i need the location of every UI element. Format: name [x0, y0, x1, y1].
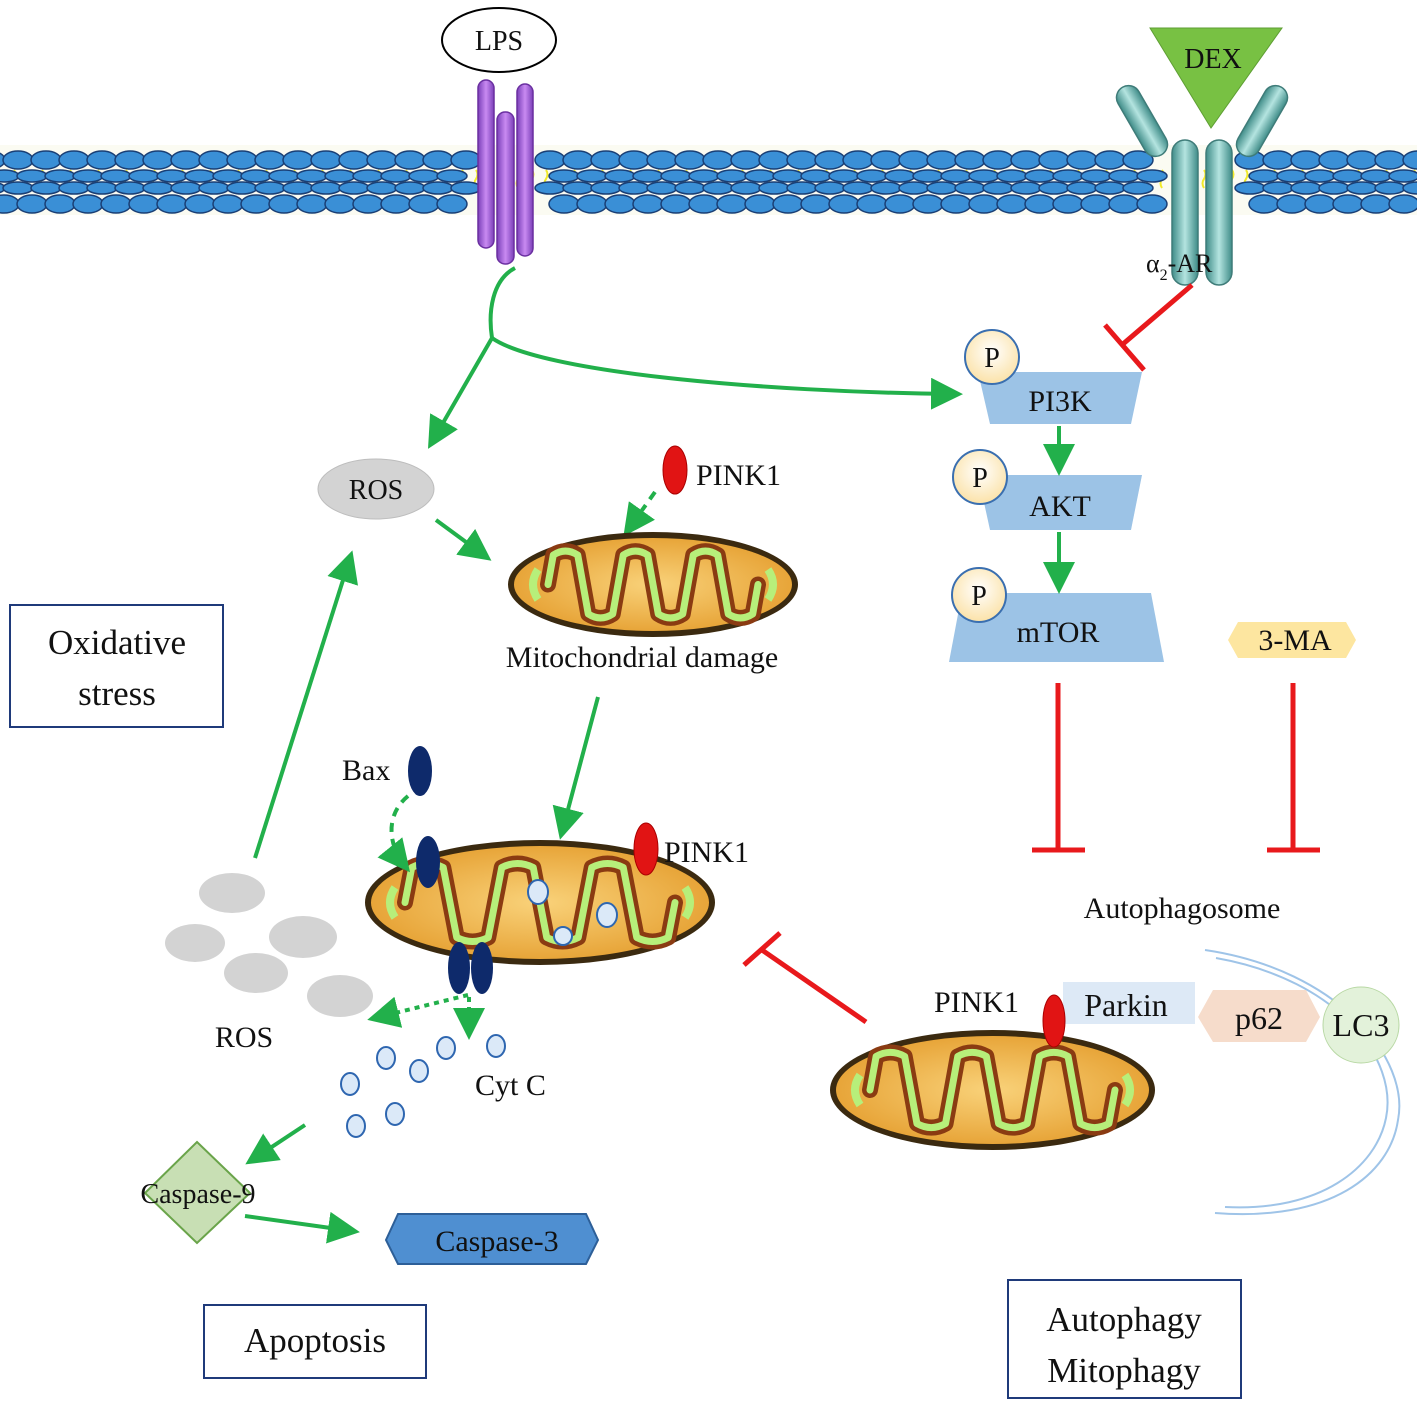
phospho-pi3k: P: [964, 329, 1020, 385]
svg-text:AKT: AKT: [1029, 490, 1091, 523]
svg-text:Mitophagy: Mitophagy: [1047, 1351, 1201, 1390]
svg-text:P: P: [984, 343, 1000, 374]
phospho-akt: P: [952, 449, 1008, 505]
mitochondrion-icon: [830, 1030, 1155, 1150]
pink1-bottom-label: PINK1: [934, 986, 1019, 1019]
mitochondrion-icon: [508, 532, 798, 637]
lps-signal-arrows: [428, 266, 963, 449]
parkin-label: Parkin: [1084, 987, 1168, 1023]
lipid-heads: [0, 150, 1417, 214]
bax-icon: [408, 746, 432, 796]
svg-text:stress: stress: [78, 674, 156, 713]
caspase-arrows: [244, 1123, 360, 1244]
pink1-mid-label: PINK1: [664, 836, 749, 869]
pink1-icon: [1042, 994, 1066, 1048]
autophagosome-label: Autophagosome: [1084, 892, 1281, 925]
alpha2-receptor-icon: [1115, 84, 1289, 286]
phospho-mtor: P: [951, 567, 1007, 623]
lc3-circle: [1322, 986, 1400, 1064]
bax-icon: [471, 942, 493, 994]
svg-text:mTOR: mTOR: [1017, 616, 1100, 649]
autophagosome-membrane-icon: [1204, 949, 1401, 1216]
svg-text:Oxidative: Oxidative: [48, 623, 186, 662]
ros-bottom-label: ROS: [215, 1021, 273, 1054]
lps-receptor-icon: [477, 79, 534, 265]
inhibit-autophagosome: [1032, 683, 1320, 853]
dex-label: DEX: [1184, 44, 1242, 75]
dex-triangle-icon: [1149, 27, 1283, 129]
svg-text:Apoptosis: Apoptosis: [244, 1321, 386, 1360]
bax-arrow: [377, 794, 411, 873]
lc3-label: LC3: [1333, 1007, 1390, 1043]
caspase9-label: Caspase-9: [140, 1179, 255, 1210]
mtor-box: mTOR: [949, 593, 1164, 662]
mito-damage-label: Mitochondrial damage: [506, 641, 778, 674]
damage-arrows: [253, 490, 657, 859]
svg-text:Caspase-3: Caspase-3: [435, 1225, 558, 1258]
cytochrome-c-icon: [340, 1034, 506, 1138]
three-ma-badge: 3-MA: [1228, 622, 1356, 658]
apoptosis-box: Apoptosis: [203, 1304, 427, 1379]
svg-text:Autophagy: Autophagy: [1046, 1300, 1202, 1339]
caspase3-badge: Caspase-3: [384, 1213, 600, 1265]
bax-icon: [416, 836, 440, 888]
svg-text:P: P: [971, 581, 987, 612]
ros-cluster: [165, 873, 373, 1017]
svg-text:3-MA: 3-MA: [1258, 624, 1332, 657]
inhibit-a2ar-pi3k: [1103, 283, 1194, 372]
autophagy-mitophagy-box: Autophagy Mitophagy: [1007, 1279, 1242, 1399]
caspase9-diamond: [143, 1140, 252, 1245]
svg-text:P: P: [972, 463, 988, 494]
svg-text:PI3K: PI3K: [1028, 385, 1092, 418]
p62-label: p62: [1235, 1000, 1283, 1036]
pink1-icon: [633, 822, 659, 876]
ros-top-ellipse: [317, 458, 435, 520]
pink1-icon: [662, 445, 688, 495]
pi3k-box: PI3K: [978, 372, 1142, 424]
inhibit-mitophagy: [742, 931, 868, 1025]
p62-badge: [1198, 990, 1320, 1042]
lps-label: LPS: [475, 26, 523, 57]
bax-label: Bax: [342, 754, 390, 787]
akt-box: AKT: [978, 475, 1142, 530]
release-arrows: [367, 993, 485, 1040]
oxidative-stress-box: Oxidative stress: [9, 604, 224, 728]
cytc-in-mito: [527, 879, 618, 946]
lps-ellipse: [441, 7, 557, 73]
cell-membrane: [0, 145, 1417, 215]
a2ar-label: α2-AR: [1146, 249, 1213, 284]
cytc-label: Cyt C: [475, 1069, 546, 1102]
bax-icon: [448, 942, 470, 994]
pink1-top-label: PINK1: [696, 459, 781, 492]
ros-top-label: ROS: [349, 475, 403, 506]
parkin-box: [1063, 982, 1195, 1024]
